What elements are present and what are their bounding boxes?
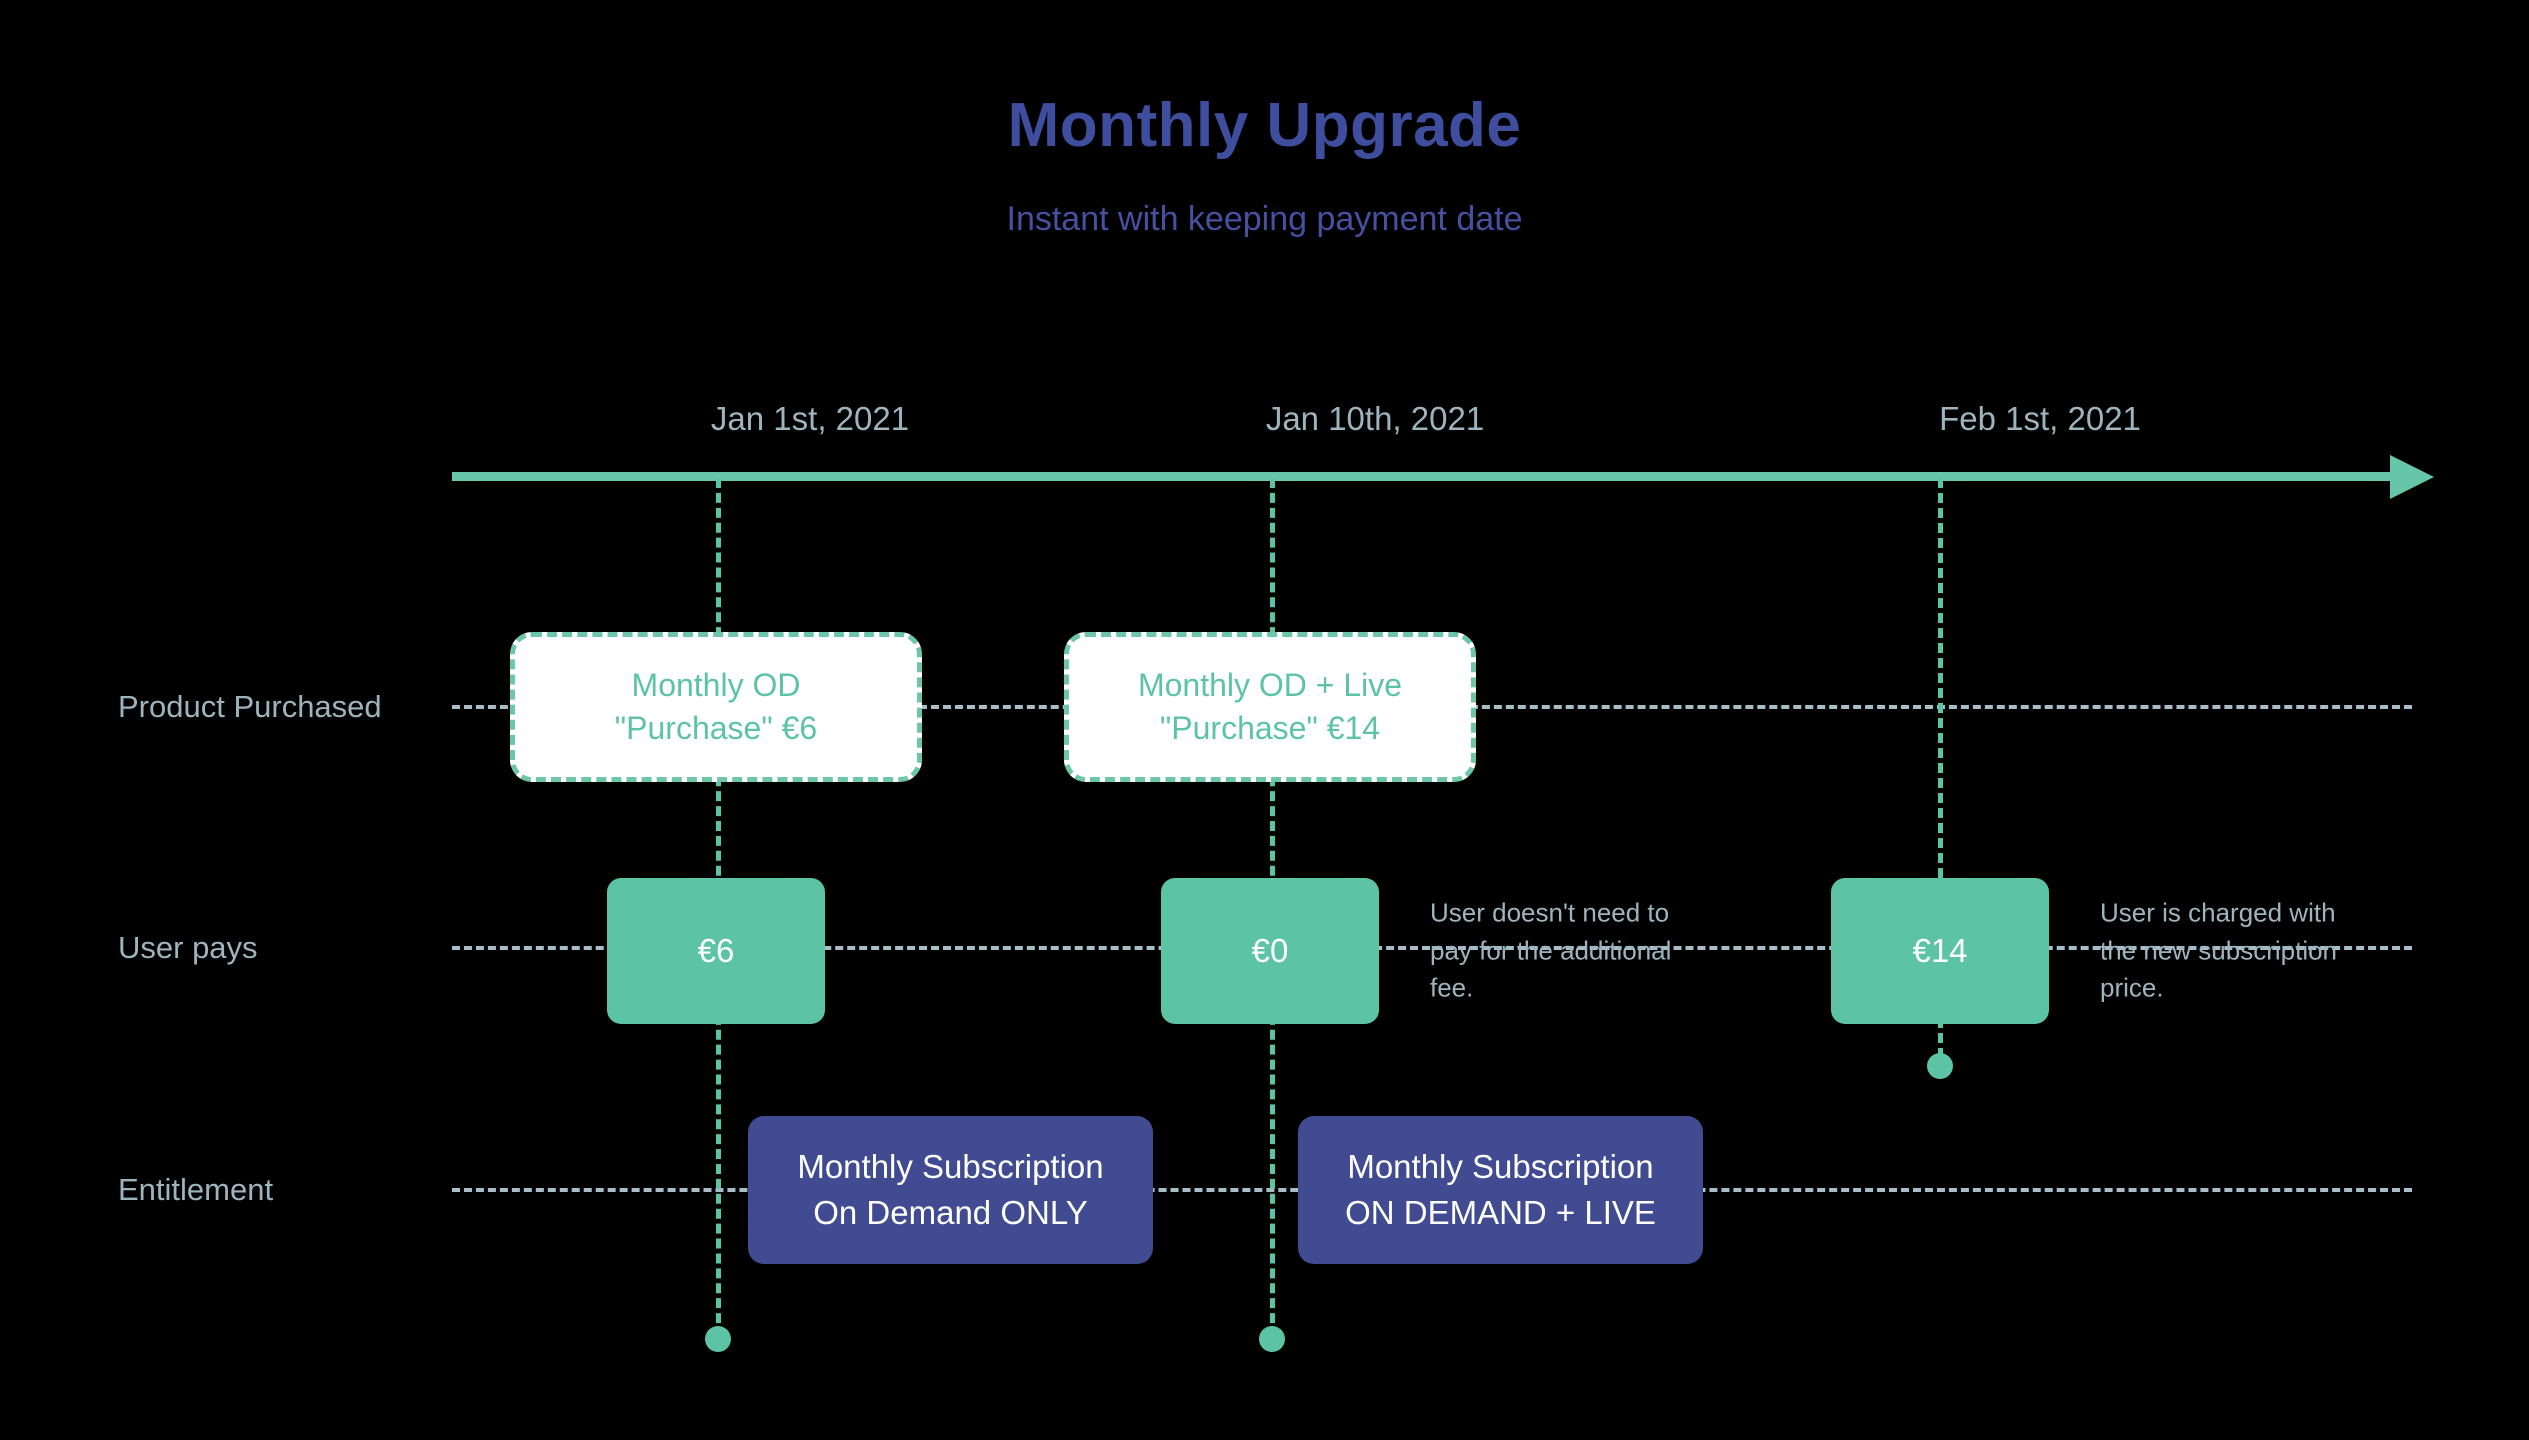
payment-amount-feb-1: €14 [1912, 932, 1968, 969]
date-label-feb-1: Feb 1st, 2021 [1939, 400, 2141, 437]
product-card-jan-1[interactable]: Monthly OD "Purchase" €6 [510, 632, 922, 782]
payment-box-feb-1[interactable]: €14 [1831, 878, 2049, 1024]
payment-amount-jan-10: €0 [1251, 932, 1289, 969]
row-label-product-purchased: Product Purchased [118, 689, 382, 724]
date-label-jan-10: Jan 10th, 2021 [1265, 400, 1485, 437]
row-label-user-pays: User pays [118, 930, 258, 965]
annotation-no-additional-fee: User doesn't need to pay for the additio… [1430, 897, 1672, 1003]
product-card-jan-10-line1: Monthly OD + Live [1137, 666, 1403, 703]
row-guide-user-pays [452, 946, 2412, 950]
entitlement-od-only-line2: On Demand ONLY [813, 1194, 1088, 1231]
entitlement-od-only-line1: Monthly Subscription [797, 1147, 1104, 1185]
product-card-jan-1-line2: "Purchase" €6 [614, 710, 818, 746]
timeline-axis [452, 472, 2402, 481]
annotation-new-subscription-price: User is charged with the new subscriptio… [2100, 897, 2338, 1003]
page-title: Monthly Upgrade [1007, 91, 1522, 160]
product-card-jan-10-line2: "Purchase" €14 [1159, 710, 1381, 746]
milestone-endpoint-jan-1 [705, 1326, 731, 1352]
date-label-jan-1: Jan 1st, 2021 [710, 400, 910, 437]
entitlement-od-live-line2: ON DEMAND + LIVE [1345, 1194, 1656, 1231]
row-label-entitlement: Entitlement [118, 1172, 274, 1207]
payment-amount-jan-1: €6 [697, 932, 735, 969]
product-card-jan-10[interactable]: Monthly OD + Live "Purchase" €14 [1064, 632, 1476, 782]
page-subtitle: Instant with keeping payment date [1006, 200, 1523, 238]
payment-box-jan-10[interactable]: €0 [1161, 878, 1379, 1024]
entitlement-od-live-line1: Monthly Subscription [1347, 1147, 1654, 1185]
product-card-jan-1-line1: Monthly OD [631, 666, 801, 703]
entitlement-box-od-only[interactable]: Monthly Subscription On Demand ONLY [748, 1116, 1153, 1264]
milestone-line-feb-1 [1938, 478, 1943, 1058]
payment-box-jan-1[interactable]: €6 [607, 878, 825, 1024]
milestone-endpoint-jan-10 [1259, 1326, 1285, 1352]
arrow-right-icon [2390, 455, 2434, 499]
entitlement-box-od-live[interactable]: Monthly Subscription ON DEMAND + LIVE [1298, 1116, 1703, 1264]
milestone-endpoint-feb-1 [1927, 1053, 1953, 1079]
